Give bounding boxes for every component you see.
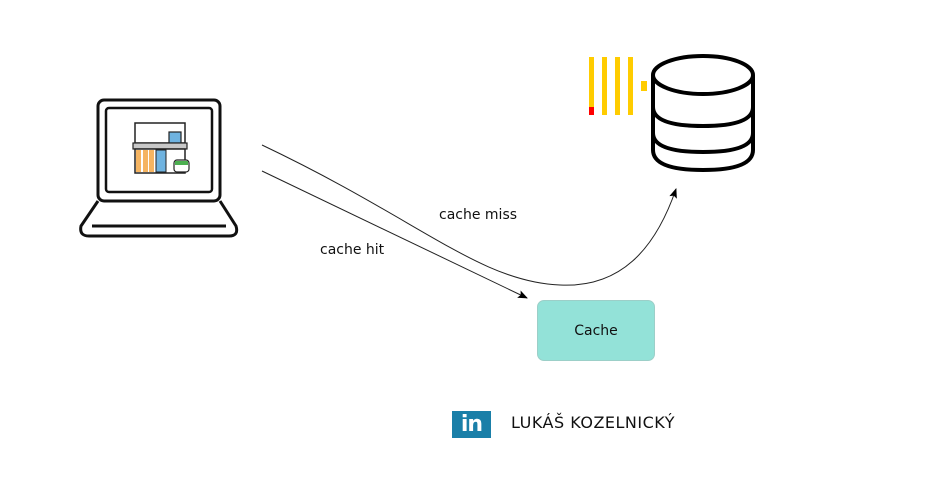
edge-label-cache-hit: cache hit	[320, 242, 385, 258]
author-name: LUKÁŠ KOZELNICKÝ	[511, 413, 675, 432]
cache-node: Cache	[537, 300, 655, 361]
cache-node-label: Cache	[574, 322, 618, 339]
laptop-icon	[79, 98, 239, 238]
cache-miss-arrow	[261, 144, 677, 286]
cache-hit-arrow	[261, 170, 528, 299]
linkedin-icon: in	[452, 411, 491, 438]
edge-label-cache-miss: cache miss	[439, 207, 518, 223]
load-bars-icon	[589, 57, 647, 115]
database-icon	[651, 54, 755, 173]
storefront-icon	[132, 122, 190, 174]
